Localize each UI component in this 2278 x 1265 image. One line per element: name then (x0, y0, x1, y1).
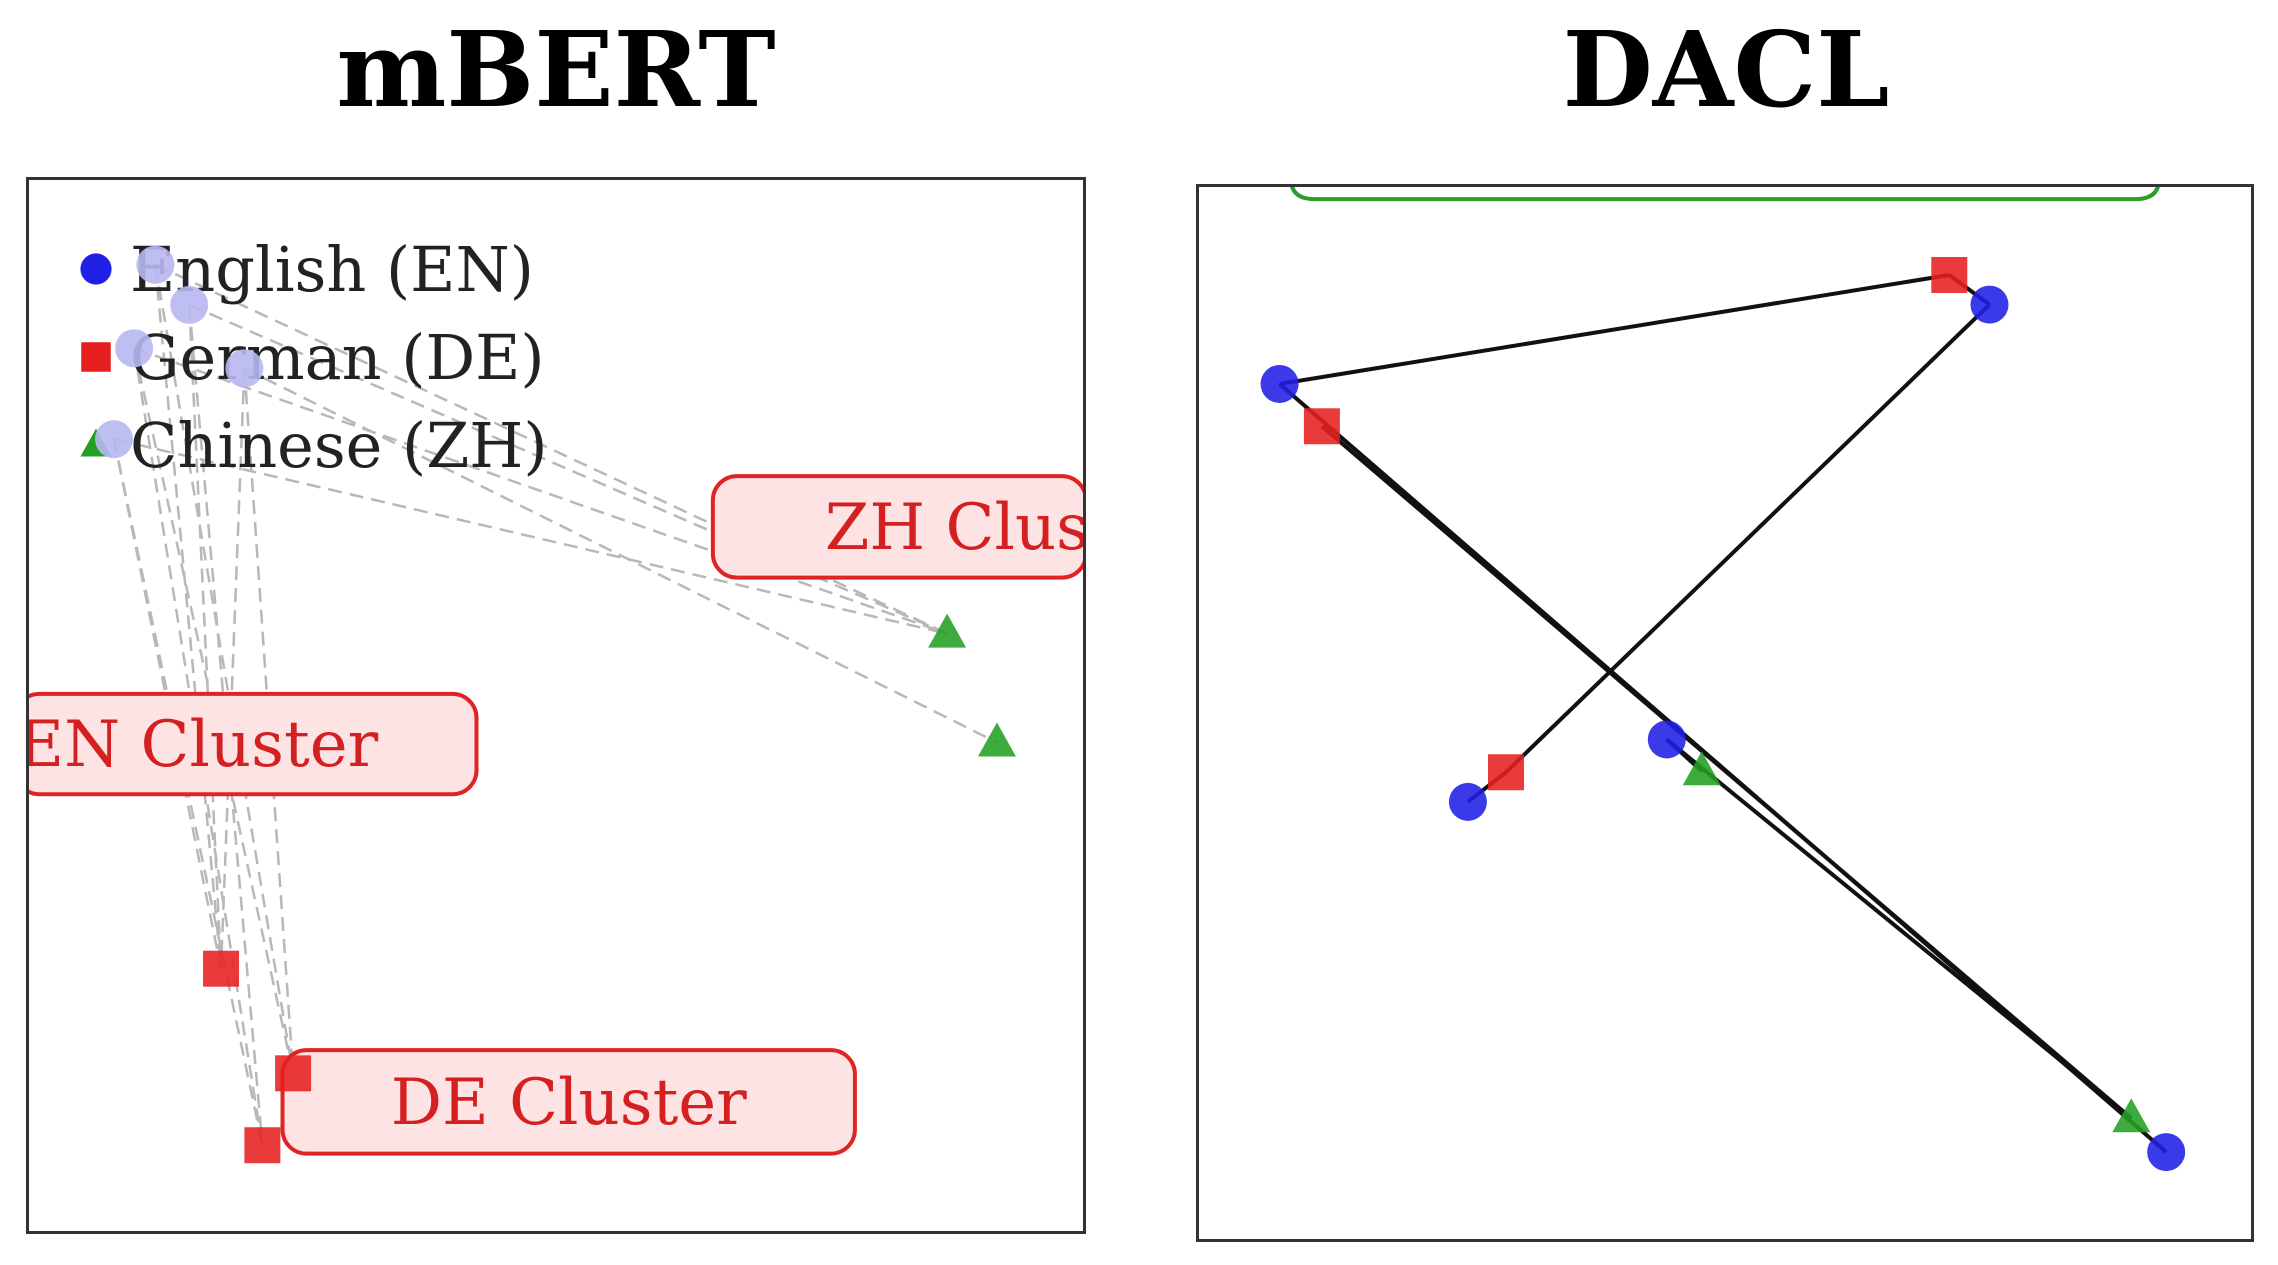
cluster-label-box (280, 1048, 857, 1156)
plot-dacl (1196, 184, 2254, 1242)
annotation-bracket (1289, 184, 2161, 202)
legend-marker-circle (80, 253, 112, 285)
series-english-en (94, 245, 264, 459)
cluster-label-box (710, 474, 1086, 580)
link-line (1320, 424, 2133, 1120)
point-square (1487, 754, 1524, 791)
point-circle (136, 245, 175, 284)
point-circle (2147, 1133, 2186, 1172)
link-line (219, 368, 246, 969)
cluster-label-text: DE Cluster (391, 1066, 747, 1140)
link-line (187, 304, 223, 969)
point-circle (115, 329, 154, 368)
link-line (1279, 273, 1950, 386)
point-square (1303, 408, 1340, 445)
link-line (243, 367, 998, 744)
link-line (1665, 737, 2133, 1120)
plot-frame (26, 177, 1086, 1234)
link-lines (1278, 273, 2168, 1154)
series-english-en (1260, 285, 2186, 1172)
point-circle (1647, 720, 1686, 759)
legend: English (EN)German (DE)Chinese (ZH) (80, 233, 548, 482)
point-triangle (2112, 1098, 2151, 1133)
legend-label-german-de: German (DE) (130, 321, 545, 394)
point-triangle (928, 613, 967, 648)
legend-label-chinese-zh: Chinese (ZH) (130, 409, 548, 482)
point-square (244, 1127, 281, 1164)
link-line (154, 264, 223, 969)
point-triangle (1682, 751, 1721, 786)
chart-title-dacl: DACL (1562, 8, 1890, 131)
series-chinese-zh (1682, 751, 2151, 1133)
cluster-label-en-cluster: EN Cluster (26, 691, 479, 797)
link-line (154, 264, 295, 1074)
chart-title-mbert: mBERT (336, 8, 776, 131)
series-german-de (1303, 256, 1968, 791)
cluster-label-de-cluster: DE Cluster (280, 1048, 857, 1156)
point-circle (225, 349, 264, 388)
point-square (1931, 256, 1968, 293)
point-square (275, 1055, 312, 1092)
point-circle (1448, 782, 1487, 821)
plot-frame (1196, 184, 2254, 1242)
link-line (132, 347, 295, 1074)
series-german-de (203, 950, 312, 1164)
point-triangle (977, 722, 1016, 757)
link-line (1504, 303, 1991, 774)
point-circle (170, 285, 209, 324)
link-line (113, 437, 948, 635)
link-line (133, 347, 948, 635)
point-circle (1260, 364, 1299, 403)
series-chinese-zh (928, 613, 1016, 757)
point-circle (94, 420, 133, 459)
cluster-label-text: ZH Clus (825, 491, 1086, 565)
cluster-label-zh-clus: ZH Clus (710, 474, 1086, 580)
legend-marker-square (81, 342, 111, 372)
cluster-label-text: EN Cluster (26, 708, 379, 782)
point-square (203, 950, 240, 987)
point-circle (1970, 285, 2009, 324)
cluster-label-box (26, 691, 479, 797)
